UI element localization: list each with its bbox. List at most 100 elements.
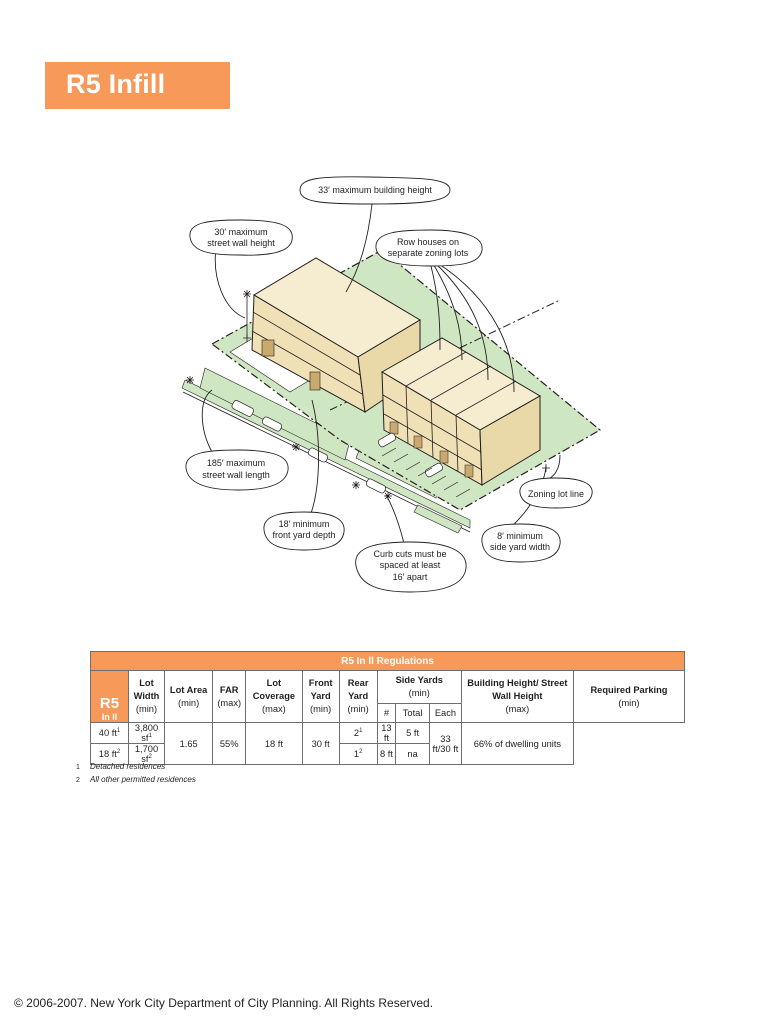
- copyright-footer: © 2006-2007. New York City Department of…: [14, 996, 434, 1010]
- callout-street-wall-height: 30′ maximum street wall height: [189, 219, 293, 256]
- cell-value: 40 ft: [98, 728, 117, 739]
- table-row: 18 ft2 1,700 sf2 12 8 ft na: [89, 743, 685, 766]
- cell-side-total: 8 ft: [376, 743, 397, 766]
- cell-side-each: 5 ft: [395, 721, 431, 745]
- regulations-table: R5 In ll Regulations R5 In ll Lot Width (…: [89, 651, 686, 766]
- header-sub: (min): [347, 704, 369, 714]
- district-sublabel: In ll: [101, 712, 118, 722]
- header-lot-width: Lot Width (min): [128, 670, 165, 723]
- callout-text: separate zoning lots: [388, 248, 469, 258]
- header-label: Lot Area: [169, 684, 208, 695]
- leader-lines: [201, 203, 561, 549]
- page-title: R5 Infill: [66, 69, 166, 99]
- header-sub: (min): [408, 687, 430, 698]
- header-lot-area: Lot Area (min): [163, 670, 214, 723]
- table-row: 40 ft1 3,800 sf1 1.65 55% 18 ft 30 ft 21…: [89, 721, 685, 766]
- header-front-yard: Front Yard (min): [301, 670, 340, 723]
- footnote-mark: 1: [359, 728, 363, 734]
- callout-text: 30′ maximum: [214, 227, 267, 237]
- cell-building-height: 33 ft/30 ft: [429, 721, 462, 766]
- footnote-item: 1 Detached residences: [76, 762, 196, 775]
- callout-text: 8′ minimum: [497, 531, 543, 541]
- callout-text: street wall length: [202, 470, 270, 480]
- callout-text: 33′ maximum building height: [318, 185, 432, 195]
- footnote-text: Detached residences: [90, 762, 166, 771]
- cell-side-num: 12: [338, 743, 378, 766]
- header-label: Rear Yard: [347, 678, 369, 701]
- callout-street-wall-length: 185′ maximum street wall length: [185, 449, 289, 491]
- footnote-mark: 2: [148, 754, 152, 761]
- title-banner: R5 Infill: [45, 62, 230, 109]
- header-building-height: Building Height/ Street Wall Height (max): [460, 670, 574, 723]
- cell-value: 2: [353, 728, 360, 739]
- district-label: R5: [99, 695, 120, 712]
- callout-building-height: 33′ maximum building height: [299, 176, 451, 205]
- footnote-mark: 1: [116, 728, 121, 734]
- callout-text: Curb cuts must be: [373, 549, 446, 559]
- header-sub: (max): [505, 704, 530, 714]
- callout-text: Zoning lot line: [528, 489, 584, 499]
- header-sub: (min): [178, 697, 200, 708]
- header-label: FAR: [219, 684, 239, 695]
- cell-lot-coverage: 55%: [212, 721, 247, 766]
- cell-parking: 66% of dwelling units: [460, 721, 574, 766]
- cell-value: 1,700 sf: [134, 744, 159, 765]
- callout-row-houses: Row houses on separate zoning lots: [375, 229, 483, 267]
- cell-value: 3,800 sf: [134, 723, 159, 744]
- table-caption: R5 In ll Regulations: [90, 651, 685, 671]
- cell-side-num: 21: [338, 721, 378, 745]
- cell-value: 18 ft: [98, 749, 117, 760]
- cell-lot-area: 3,800 sf1: [128, 721, 165, 745]
- header-label: Side Yards: [395, 674, 443, 685]
- footnote-mark: 1: [148, 733, 152, 739]
- callout-zoning-lot-line: Zoning lot line: [519, 477, 593, 509]
- cell-far: 1.65: [163, 721, 214, 766]
- cell-rear-yard: 30 ft: [301, 721, 340, 766]
- header-label: Front Yard: [308, 678, 333, 701]
- callout-curb-cuts: Curb cuts must be spaced at least 16′ ap…: [355, 541, 467, 593]
- header-lot-coverage: Lot Coverage (max): [245, 670, 303, 723]
- footnotes: 1 Detached residences 2 All other permitte…: [76, 762, 196, 788]
- footnote-mark: 1: [76, 764, 80, 771]
- footnote-mark: 2: [359, 749, 363, 756]
- header-side-num: #: [376, 702, 397, 724]
- header-label: Building Height/ Street Wall Height: [467, 678, 568, 701]
- header-side-each: Each: [429, 702, 462, 724]
- cell-lot-area: 1,700 sf2: [128, 743, 165, 766]
- header-parking: Required Parking(min): [572, 670, 686, 723]
- cell-side-total: 13 ft: [376, 721, 397, 745]
- callout-text: 16′ apart: [393, 572, 428, 582]
- callout-text: front yard depth: [272, 530, 335, 540]
- header-label: Lot Width: [133, 678, 160, 701]
- header-side-total: Total: [395, 702, 431, 724]
- callout-text: street wall height: [207, 238, 275, 248]
- cell-front-yard: 18 ft: [245, 721, 303, 766]
- footnote-mark: 2: [76, 777, 80, 784]
- footnote-item: 2 All other permitted residences: [76, 775, 196, 788]
- callout-text: spaced at least: [380, 560, 441, 570]
- header-label: Required Parking: [590, 684, 668, 695]
- header-far: FAR (max): [212, 670, 247, 723]
- callout-side-yard: 8′ minimum side yard width: [481, 523, 561, 563]
- cars: [231, 400, 444, 494]
- cell-value: 1: [353, 749, 360, 760]
- header-sub: (max): [217, 697, 242, 708]
- footnote-text: All other permitted residences: [90, 775, 196, 784]
- row-houses: [381, 337, 541, 486]
- header-sub: (min): [310, 704, 332, 714]
- header-label: Lot Coverage: [252, 678, 296, 701]
- callout-text: side yard width: [490, 542, 550, 552]
- callout-text: 18′ minimum: [279, 519, 330, 529]
- header-sub: (min): [135, 704, 158, 714]
- cell-lot-width: 18 ft2: [89, 743, 130, 766]
- zoning-diagram: 33′ maximum building height 30′ maximum …: [181, 176, 602, 593]
- cell-lot-width: 40 ft1: [89, 721, 130, 745]
- callout-text: 185′ maximum: [207, 458, 265, 468]
- header-side-yards: Side Yards (min): [376, 670, 462, 704]
- driveways: [381, 447, 471, 498]
- district-cell: R5 In ll: [89, 670, 130, 723]
- callout-front-yard: 18′ minimum front yard depth: [263, 511, 345, 551]
- header-sub: (max): [262, 704, 286, 714]
- footnote-mark: 2: [116, 749, 121, 756]
- cell-side-each: na: [395, 743, 431, 766]
